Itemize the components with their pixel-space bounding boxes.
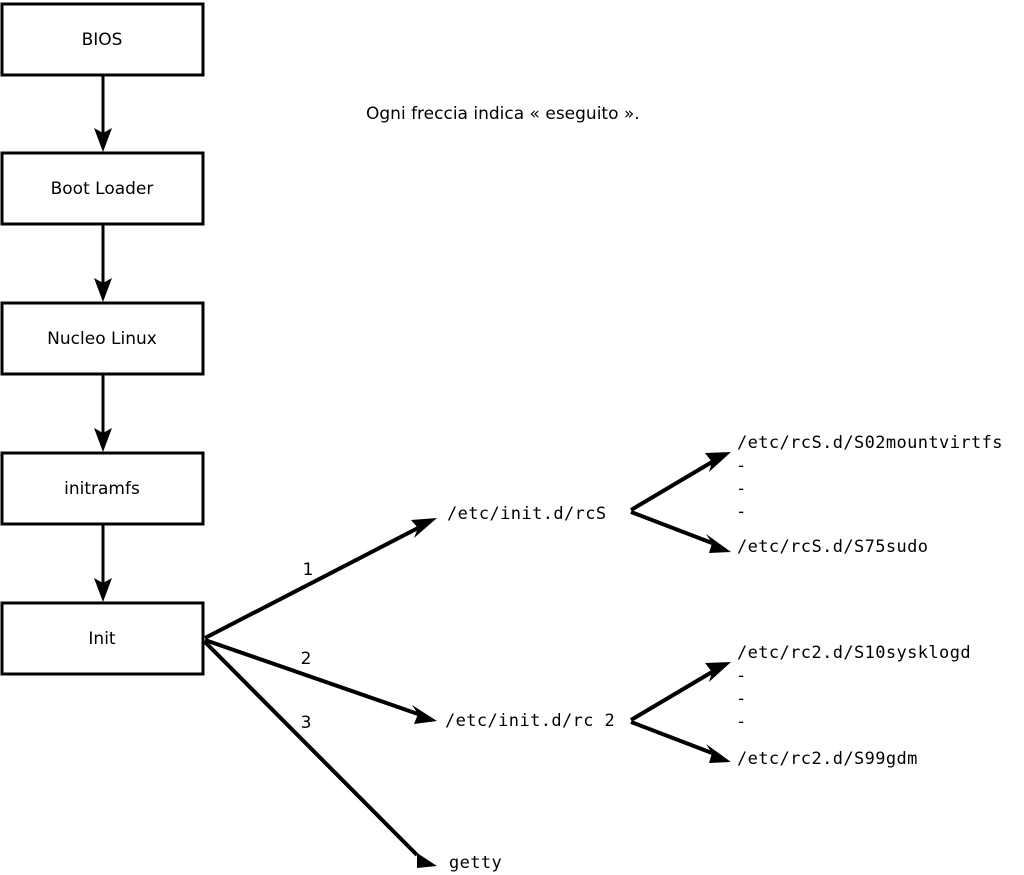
rc2-ellipsis-dash-1: - <box>736 666 746 686</box>
rcs-arrow-first <box>629 452 731 512</box>
arrow-bootloader-to-nucleo <box>94 225 112 302</box>
branch-2-arrow <box>204 638 437 724</box>
box-bios-label: BIOS <box>82 30 123 50</box>
rcs-ellipsis-dash-2: - <box>736 479 746 499</box>
box-init-rect <box>0 601 205 676</box>
branch-1-target-label: /etc/init.d/rcS <box>447 504 607 524</box>
rcs-arrow-last <box>630 510 731 553</box>
branch-1-arrow <box>204 518 437 640</box>
rc2-script-last-label: /etc/rc2.d/S99gdm <box>737 749 918 769</box>
branch-1-number: 1 <box>303 560 314 580</box>
rcs-script-last-label: /etc/rcS.d/S75sudo <box>737 537 928 557</box>
box-nucleo-linux[interactable]: Nucleo Linux <box>0 301 205 376</box>
rcs-scripts-group: /etc/rcS.d/S02mountvirtfs - - - /etc/rcS… <box>629 433 1003 557</box>
vertical-arrows-group <box>94 76 112 602</box>
rcs-ellipsis-dash-1: - <box>736 456 746 476</box>
rcs-ellipsis-dash-3: - <box>736 502 746 522</box>
arrow-initramfs-to-init <box>94 525 112 602</box>
rcs-script-first-label: /etc/rcS.d/S02mountvirtfs <box>737 433 1003 453</box>
branch-2-target-label: /etc/init.d/rc 2 <box>445 711 615 731</box>
boot-chain-group: BIOS Boot Loader Nucleo Linux initramfs … <box>0 2 205 676</box>
rc2-scripts-group: /etc/rc2.d/S10sysklogd - - - /etc/rc2.d/… <box>629 643 971 769</box>
arrow-nucleo-to-initramfs <box>94 375 112 452</box>
rc2-ellipsis-dash-3: - <box>736 712 746 732</box>
init-branches-group: 1 /etc/init.d/rcS 2 /etc/init.d/rc 2 3 g… <box>203 504 615 873</box>
box-initramfs[interactable]: initramfs <box>0 451 205 526</box>
box-boot-loader-label: Boot Loader <box>51 179 154 199</box>
box-boot-loader[interactable]: Boot Loader <box>0 151 205 226</box>
branch-2-number: 2 <box>301 649 312 669</box>
box-initramfs-label: initramfs <box>64 479 140 499</box>
branch-3-number: 3 <box>301 713 312 733</box>
box-init-label: Init <box>88 629 116 649</box>
box-nucleo-linux-label: Nucleo Linux <box>47 329 157 349</box>
arrow-bios-to-bootloader <box>94 76 112 152</box>
box-nucleo-linux-rect <box>0 301 205 376</box>
rc2-arrow-first <box>629 662 731 722</box>
rc2-ellipsis-dash-2: - <box>736 689 746 709</box>
box-init[interactable]: Init <box>0 601 205 676</box>
branch-3-target-label: getty <box>449 853 502 873</box>
box-bios[interactable]: BIOS <box>0 2 205 77</box>
diagram-caption: Ogni freccia indica « eseguito ». <box>366 104 640 124</box>
box-boot-loader-rect <box>0 151 205 226</box>
rc2-arrow-last <box>630 720 731 763</box>
box-bios-rect <box>0 2 205 77</box>
rc2-script-first-label: /etc/rc2.d/S10sysklogd <box>737 643 971 663</box>
branch-3-arrow <box>203 640 437 868</box>
box-initramfs-rect <box>0 451 205 526</box>
